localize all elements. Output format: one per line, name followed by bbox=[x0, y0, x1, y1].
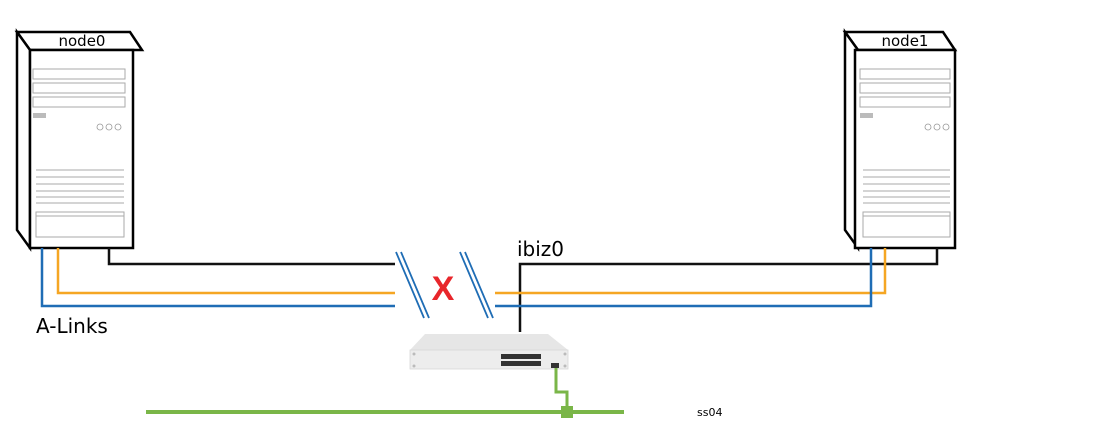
server-node1[interactable]: node1 bbox=[842, 28, 958, 252]
drive-tray bbox=[35, 211, 125, 238]
switch-uplink[interactable] bbox=[554, 368, 569, 410]
link-orange-left[interactable] bbox=[56, 248, 395, 295]
server-node0[interactable]: node0 bbox=[14, 28, 145, 252]
switch-top bbox=[410, 334, 568, 350]
screw-icon bbox=[563, 352, 567, 356]
server-front bbox=[28, 48, 135, 250]
led-icon bbox=[105, 123, 113, 131]
a-links-label: A-Links bbox=[36, 314, 108, 338]
led-icon bbox=[933, 123, 941, 131]
drive-bay bbox=[32, 82, 126, 94]
led-icon bbox=[114, 123, 122, 131]
switch-name-label: ss04 bbox=[697, 406, 722, 419]
break-mark-left bbox=[395, 251, 430, 319]
switch-front bbox=[409, 349, 569, 370]
screw-icon bbox=[412, 364, 416, 368]
link-ibiz0[interactable] bbox=[518, 248, 939, 332]
power-button bbox=[33, 113, 46, 118]
node0-label: node0 bbox=[59, 32, 106, 50]
server-side bbox=[15, 28, 32, 252]
network-switch[interactable] bbox=[409, 334, 569, 370]
power-button bbox=[860, 113, 873, 118]
node1-label: node1 bbox=[882, 32, 929, 50]
server-front bbox=[853, 48, 957, 250]
drive-bay bbox=[859, 82, 951, 94]
network-junction bbox=[561, 406, 573, 418]
drive-bay bbox=[859, 68, 951, 80]
link-blue-left[interactable] bbox=[40, 248, 395, 308]
drive-tray bbox=[862, 211, 951, 238]
drive-bay bbox=[859, 96, 951, 108]
interface-label: ibiz0 bbox=[517, 237, 564, 261]
drive-bay bbox=[32, 68, 126, 80]
uplink-port bbox=[551, 363, 559, 368]
led-icon bbox=[924, 123, 932, 131]
drive-bay bbox=[32, 96, 126, 108]
break-mark-right bbox=[459, 251, 494, 319]
switch-ports-bottom bbox=[501, 361, 541, 366]
led-icon bbox=[96, 123, 104, 131]
screw-icon bbox=[412, 352, 416, 356]
vent-lines bbox=[863, 169, 950, 204]
failure-x-icon: X bbox=[432, 270, 455, 308]
link-orange-right[interactable] bbox=[495, 248, 887, 295]
link-black-left[interactable] bbox=[107, 248, 395, 266]
vent-lines bbox=[36, 169, 124, 204]
switch-ports-top bbox=[501, 354, 541, 359]
screw-icon bbox=[563, 364, 567, 368]
link-blue-right[interactable] bbox=[495, 248, 873, 308]
led-icon bbox=[942, 123, 950, 131]
